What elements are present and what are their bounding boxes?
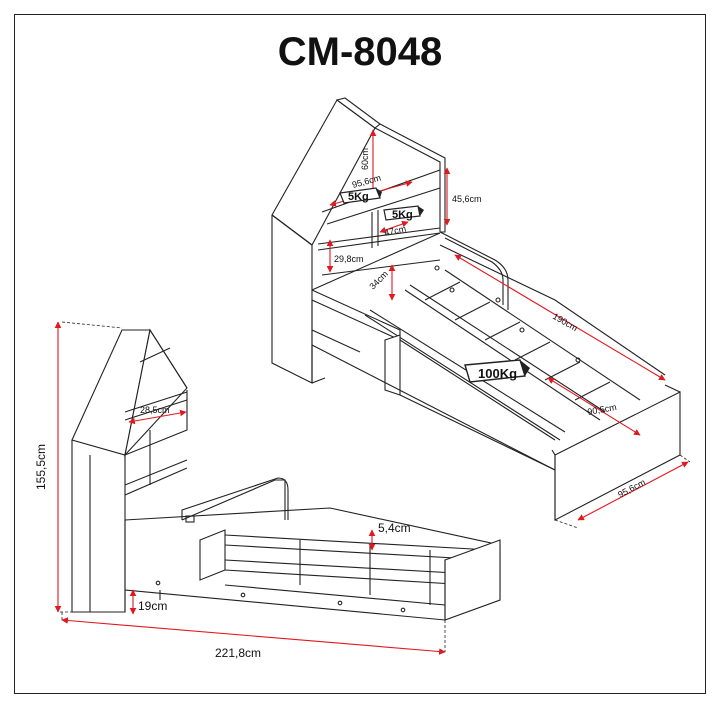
load-tag-mattress: 100Kg bbox=[464, 359, 530, 383]
dim-guard-height: 34cm bbox=[367, 269, 390, 292]
dim-shelf-width: 95,6cm bbox=[351, 173, 382, 190]
dim-shelf-height-right: 45,6cm bbox=[452, 194, 482, 204]
dim-roof: 60cm bbox=[360, 148, 370, 170]
load-tag-shelf-top: 5Kg bbox=[339, 187, 382, 204]
iso-view bbox=[271, 97, 681, 521]
dim-side-shelf: 28,5cm bbox=[140, 405, 170, 415]
dim-bed-length: 190cm bbox=[551, 311, 579, 333]
dim-shelf-depth: 47cm bbox=[383, 224, 407, 238]
extension-lines bbox=[60, 321, 691, 652]
dim-total-length: 221,8cm bbox=[215, 646, 261, 660]
load-mattress-text: 100Kg bbox=[478, 366, 517, 381]
drawing-frame bbox=[14, 14, 706, 694]
side-view bbox=[71, 328, 501, 621]
load-shelf-middle-text: 5Kg bbox=[392, 209, 413, 221]
load-shelf-top-text: 5Kg bbox=[348, 191, 369, 203]
dim-shelf-height-left: 29,8cm bbox=[334, 254, 364, 264]
dim-floor-clearance: 19cm bbox=[138, 599, 167, 613]
page-title: CM-8048 bbox=[277, 30, 443, 74]
dimension-lines bbox=[54, 129, 689, 655]
dim-total-height: 155,5cm bbox=[34, 444, 48, 490]
load-tag-shelf-middle: 5Kg bbox=[383, 205, 424, 221]
dim-mattress-depth: 5,4cm bbox=[378, 521, 411, 535]
